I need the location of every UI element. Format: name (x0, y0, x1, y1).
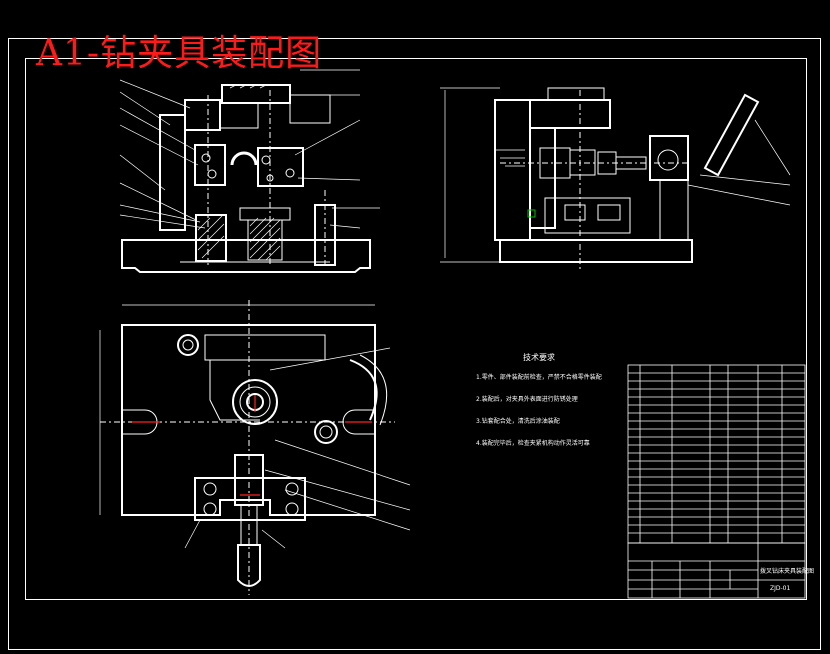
requirement-line: 4.装配完毕后，检查夹紧机构动作灵活可靠 (476, 440, 590, 447)
red-highlights (132, 395, 372, 496)
title-block-name: 拨叉钻床夹具装配图 (760, 568, 815, 575)
requirements-heading: 技术要求 (523, 353, 555, 362)
front-view (119, 69, 380, 273)
bom-table (627, 364, 806, 544)
title-block (627, 542, 806, 599)
requirement-line: 2.装配后，对夹具外表面进行防锈处理 (476, 396, 578, 403)
marker-square (527, 209, 536, 218)
title-block-code: ZJD-01 (770, 585, 791, 592)
drawing-border-outer (8, 38, 821, 650)
requirement-line: 3.钻套配合处，清洗后涂油装配 (476, 418, 560, 425)
requirement-line: 1.零件、部件装配前检查，严禁不合格零件装配 (476, 374, 602, 381)
drawing-title: A1-钻夹具装配图 (36, 33, 323, 74)
side-view (440, 87, 791, 270)
drawing-border-inner (25, 58, 807, 600)
top-view (99, 300, 411, 595)
